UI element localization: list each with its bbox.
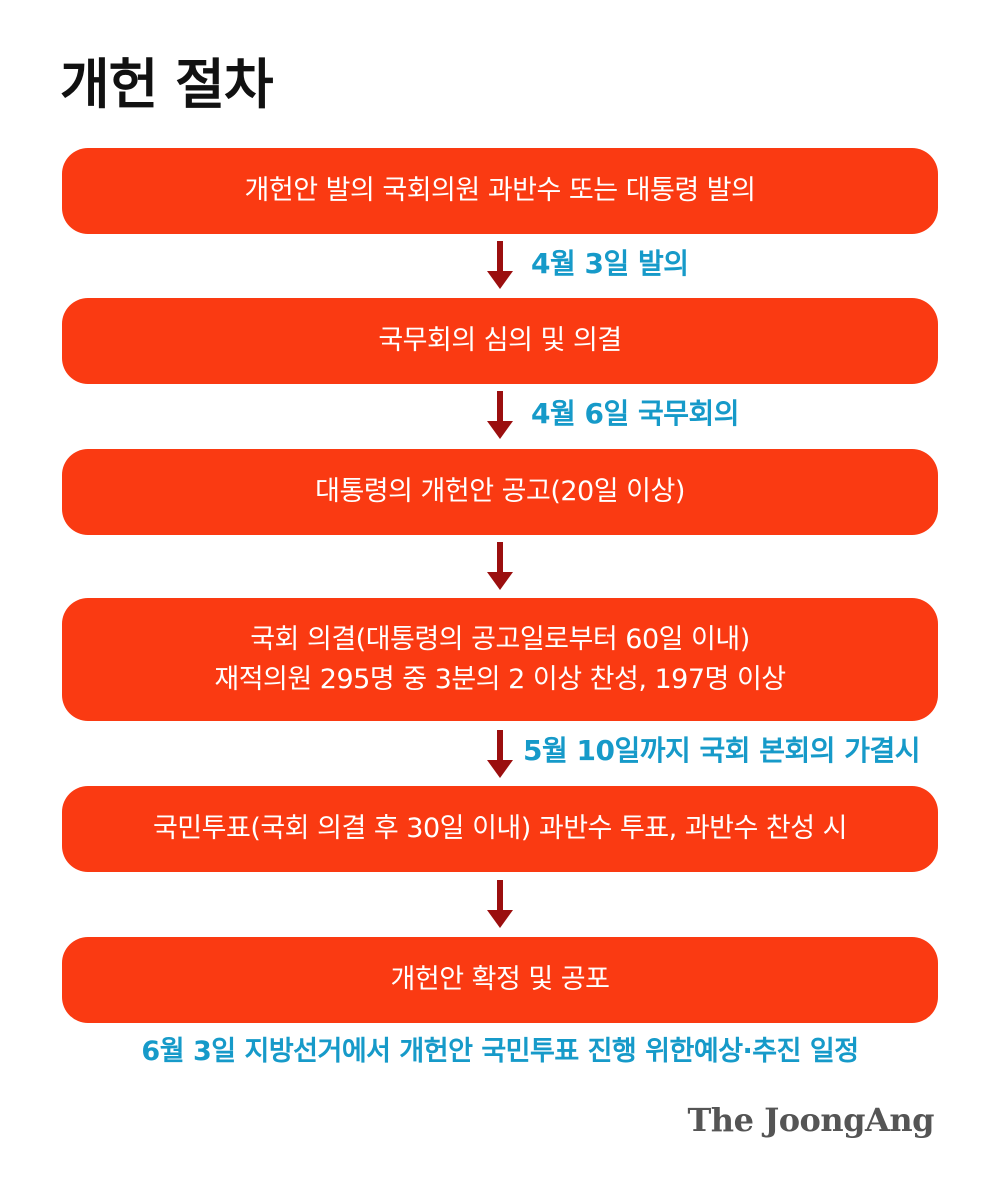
schedule-footnote: 6월 3일 지방선거에서 개헌안 국민투표 진행 위한예상·추진 일정 — [141, 1036, 859, 1067]
publisher-logo: The JoongAng — [687, 1101, 934, 1139]
step-box-promulgation: 개헌안 확정 및 공포 — [62, 937, 938, 1023]
down-arrow-icon — [486, 730, 514, 780]
step-box-public-notice: 대통령의 개헌안 공고(20일 이상) — [62, 449, 938, 535]
down-arrow-icon — [486, 542, 514, 592]
step-1-text: 개헌안 발의 국회의원 과반수 또는 대통령 발의 — [244, 175, 756, 207]
step-box-referendum: 국민투표(국회 의결 후 30일 이내) 과반수 투표, 과반수 찬성 시 — [62, 786, 938, 872]
step-box-proposal: 개헌안 발의 국회의원 과반수 또는 대통령 발의 — [62, 148, 938, 234]
step-3-text: 대통령의 개헌안 공고(20일 이상) — [315, 476, 685, 508]
timeline-note-assembly: 5월 10일까지 국회 본회의 가결시 — [523, 734, 921, 767]
timeline-note-cabinet: 4월 6일 국무회의 — [531, 397, 740, 430]
step-4-text-line-1: 국회 의결(대통령의 공고일로부터 60일 이내) — [250, 624, 750, 656]
step-2-text: 국무회의 심의 및 의결 — [378, 325, 622, 357]
step-box-assembly-vote: 국회 의결(대통령의 공고일로부터 60일 이내) 재적의원 295명 중 3분… — [62, 598, 938, 721]
step-6-text: 개헌안 확정 및 공포 — [390, 964, 610, 996]
down-arrow-icon — [486, 880, 514, 930]
down-arrow-icon — [486, 241, 514, 291]
down-arrow-icon — [486, 391, 514, 441]
timeline-note-proposal: 4월 3일 발의 — [531, 247, 689, 280]
step-box-cabinet-review: 국무회의 심의 및 의결 — [62, 298, 938, 384]
page-title: 개헌 절차 — [60, 53, 274, 116]
step-5-text: 국민투표(국회 의결 후 30일 이내) 과반수 투표, 과반수 찬성 시 — [152, 813, 848, 845]
step-4-text-line-2: 재적의원 295명 중 3분의 2 이상 찬성, 197명 이상 — [214, 663, 786, 695]
